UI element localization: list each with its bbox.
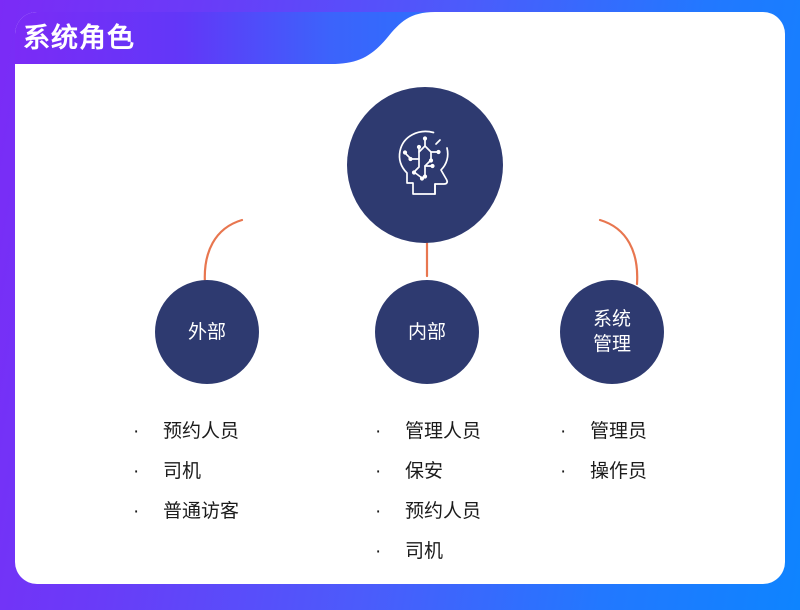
branch-node-system-admin-label: 系统 管理 [593,307,631,357]
role-list-system-admin: · 管理员 · 操作员 [560,420,647,500]
header-band [15,12,435,64]
page-title: 系统角色 [23,23,135,53]
branch-label-line: 内部 [407,321,446,343]
list-item[interactable]: · 保安 [375,460,481,484]
bullet-marker: · [375,501,382,522]
bullet-marker: · [375,421,382,442]
header-band-shape [15,12,435,64]
list-item[interactable]: · 司机 [133,460,239,484]
branch-label-line: 外部 [187,321,226,343]
list-item-label: 普通访客 [163,501,240,522]
list-item-label: 预约人员 [163,421,240,442]
role-diagram: 外部 内部 系统 管理 · 预约人员 [15,12,785,584]
content-card: 系统角色 [15,12,785,584]
ai-head-brain-circuit-icon [398,130,449,195]
branch-node-system-admin[interactable]: 系统 管理 [560,280,664,384]
branch-node-external[interactable]: 外部 [155,280,259,384]
list-item-label: 操作员 [590,461,648,482]
list-item-label: 保安 [405,461,444,482]
connector-arc-right [598,218,639,286]
list-item[interactable]: · 司机 [375,540,481,564]
bullet-marker: · [375,541,382,562]
bullet-marker: · [133,421,140,442]
branch-node-internal[interactable]: 内部 [375,280,479,384]
list-item-label: 管理人员 [405,421,482,442]
list-item-label: 司机 [163,461,202,482]
role-list-external: · 预约人员 · 司机 · 普通访客 [133,420,239,540]
list-item[interactable]: · 管理员 [560,420,647,444]
list-item[interactable]: · 普通访客 [133,500,239,524]
list-item[interactable]: · 操作员 [560,460,647,484]
list-item[interactable]: · 管理人员 [375,420,481,444]
branch-node-internal-label: 内部 [408,320,446,345]
branch-label-line: 管理 [592,334,631,355]
list-item-label: 预约人员 [405,501,482,522]
hub-node[interactable] [347,87,503,243]
bullet-marker: · [375,461,382,482]
bullet-marker: · [133,461,140,482]
list-item-label: 管理员 [590,421,648,442]
role-list-internal: · 管理人员 · 保安 · 预约人员 · 司机 [375,420,481,580]
bullet-marker: · [560,461,567,482]
connector-arc-left [203,218,244,286]
list-item-label: 司机 [405,541,444,562]
bullet-marker: · [560,421,567,442]
branch-node-external-label: 外部 [188,320,226,345]
branch-label-line: 系统 [592,309,631,330]
list-item[interactable]: · 预约人员 [133,420,239,444]
list-item[interactable]: · 预约人员 [375,500,481,524]
bullet-marker: · [133,501,140,522]
